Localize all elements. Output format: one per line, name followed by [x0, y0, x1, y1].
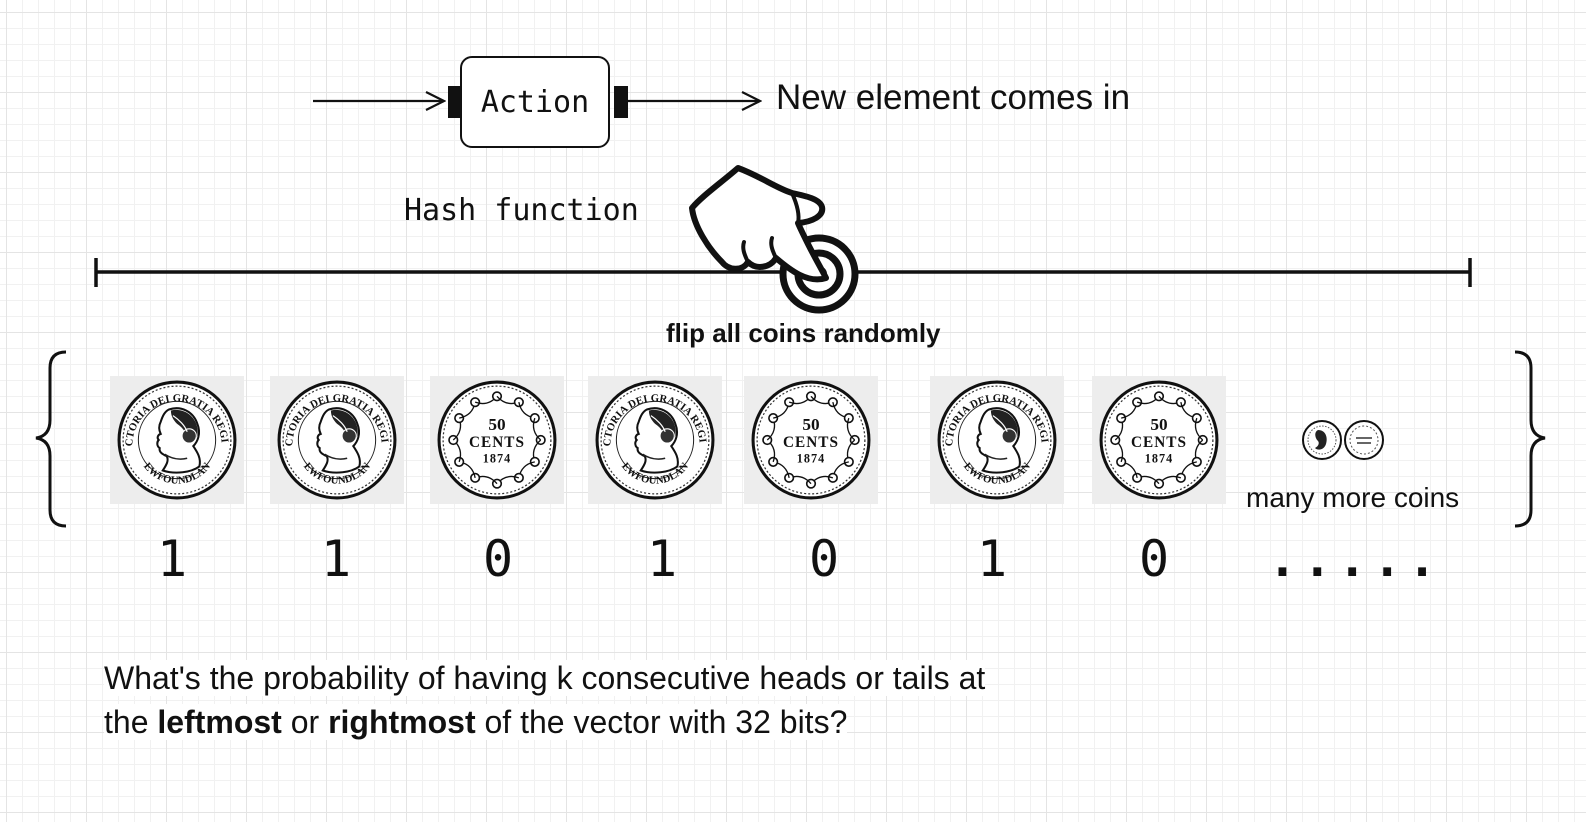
small-coins-icon: [1300, 418, 1396, 462]
question-leftmost: leftmost: [157, 704, 282, 740]
coin-1: VICTORIA DEI GRATIA REGINANEWFOUNDLAND: [110, 376, 244, 504]
question-line-2-mid: or: [281, 704, 329, 740]
victoria-head-coin-icon: VICTORIA DEI GRATIA REGINANEWFOUNDLAND: [594, 379, 715, 500]
question-rightmost: rightmost: [328, 704, 476, 740]
bit-4: 1: [646, 530, 678, 588]
victoria-head-coin-icon: VICTORIA DEI GRATIA REGINANEWFOUNDLAND: [936, 379, 1057, 500]
svg-text:CENTS: CENTS: [1131, 434, 1187, 451]
question-line-2-suffix: of the vector with 32 bits?: [475, 704, 848, 740]
flip-coins-label: flip all coins randomly: [666, 318, 941, 348]
pointing-hand-icon: [689, 165, 859, 314]
coin-6: VICTORIA DEI GRATIA REGINANEWFOUNDLAND: [930, 376, 1064, 504]
question-line-1: What's the probability of having k conse…: [104, 660, 986, 696]
bit-1: 1: [156, 530, 188, 588]
coin-2: VICTORIA DEI GRATIA REGINANEWFOUNDLAND: [270, 376, 404, 504]
hash-function-label: Hash function: [404, 193, 639, 228]
svg-text:50: 50: [1150, 415, 1167, 434]
bit-6: 1: [976, 530, 1008, 588]
new-element-label: New element comes in: [776, 78, 1131, 117]
svg-text:CENTS: CENTS: [469, 434, 525, 451]
bit-3: 0: [482, 530, 514, 588]
bit-7: 0: [1138, 530, 1170, 588]
action-label: Action: [480, 84, 590, 120]
svg-text:CENTS: CENTS: [783, 434, 839, 451]
many-more-coins-label: many more coins: [1246, 482, 1460, 513]
svg-text:1874: 1874: [483, 451, 511, 465]
svg-text:1874: 1874: [1145, 451, 1173, 465]
victoria-head-coin-icon: VICTORIA DEI GRATIA REGINANEWFOUNDLAND: [116, 379, 237, 500]
left-curly-brace: [35, 350, 67, 528]
question-text: What's the probability of having k conse…: [104, 656, 986, 744]
svg-text:50: 50: [802, 415, 819, 434]
bit-2: 1: [320, 530, 352, 588]
action-node[interactable]: Action: [460, 56, 610, 148]
svg-text:1874: 1874: [797, 451, 825, 465]
svg-text:50: 50: [488, 415, 505, 434]
ellipsis-dots: .....: [1268, 532, 1443, 588]
victoria-head-coin-icon: VICTORIA DEI GRATIA REGINANEWFOUNDLAND: [276, 379, 397, 500]
action-input-port: [448, 86, 462, 118]
question-line-2-prefix: the: [104, 704, 158, 740]
coin-4: VICTORIA DEI GRATIA REGINANEWFOUNDLAND: [588, 376, 722, 504]
bit-5: 0: [808, 530, 840, 588]
action-output-port: [614, 86, 628, 118]
right-curly-brace: [1514, 350, 1546, 528]
